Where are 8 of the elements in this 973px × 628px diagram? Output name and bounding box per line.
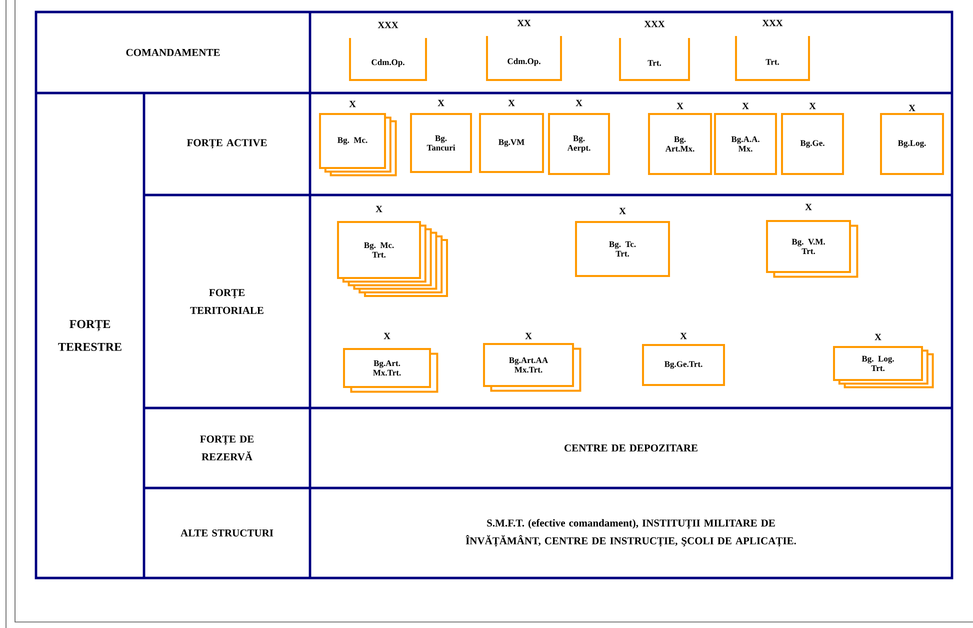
row-heading: FORȚE TERESTRE [58,320,122,351]
cell-text: S.M.F.T. (efective comandament), INSTITUȚII MILITARE DE ÎNVĂȚĂMÂNT, CENTRE DE INSTRUCȚIE, ŞCOLI DE APLICAȚIE. [466,519,796,547]
cell-text: CENTRE DE DEPOZITARE [564,444,698,452]
row-heading: FORȚE DE REZERVĂ [200,436,254,460]
row-heading: COMANDAMENTE [126,48,220,56]
row-heading: FORȚE ACTIVE [186,139,267,149]
row-heading: ALTE STRUCTURI [180,529,274,537]
row-heading: FORȚE TERITORIALE [190,289,264,314]
